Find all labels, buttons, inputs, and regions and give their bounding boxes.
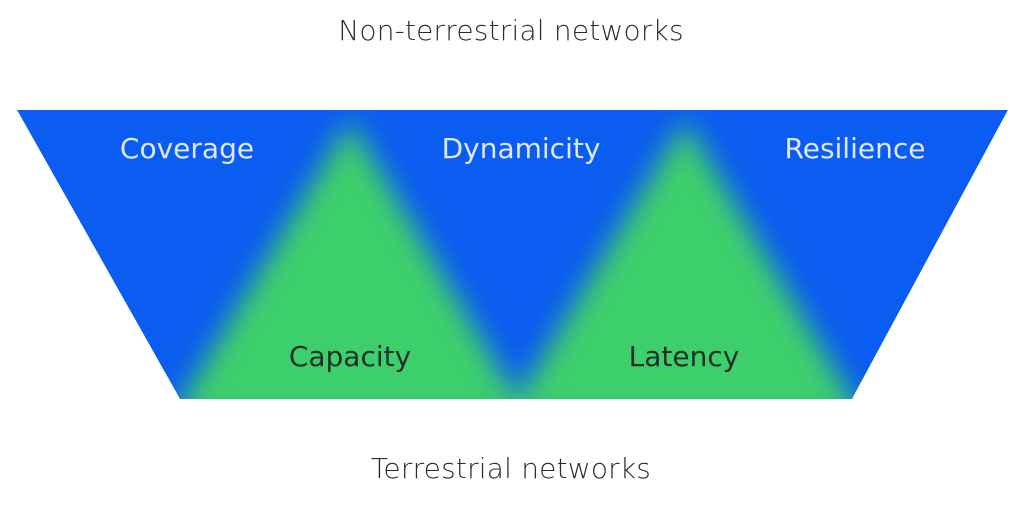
capacity-label: Capacity bbox=[289, 340, 411, 373]
non-terrestrial-networks-title: Non-terrestrial networks bbox=[338, 14, 684, 47]
terrestrial-networks-title: Terrestrial networks bbox=[370, 452, 652, 485]
latency-triangle bbox=[505, 120, 865, 399]
resilience-label: Resilience bbox=[785, 132, 926, 165]
coverage-label: Coverage bbox=[120, 132, 254, 165]
capacity-triangle bbox=[170, 120, 530, 399]
dynamicity-label: Dynamicity bbox=[442, 132, 601, 165]
latency-label: Latency bbox=[629, 340, 740, 373]
